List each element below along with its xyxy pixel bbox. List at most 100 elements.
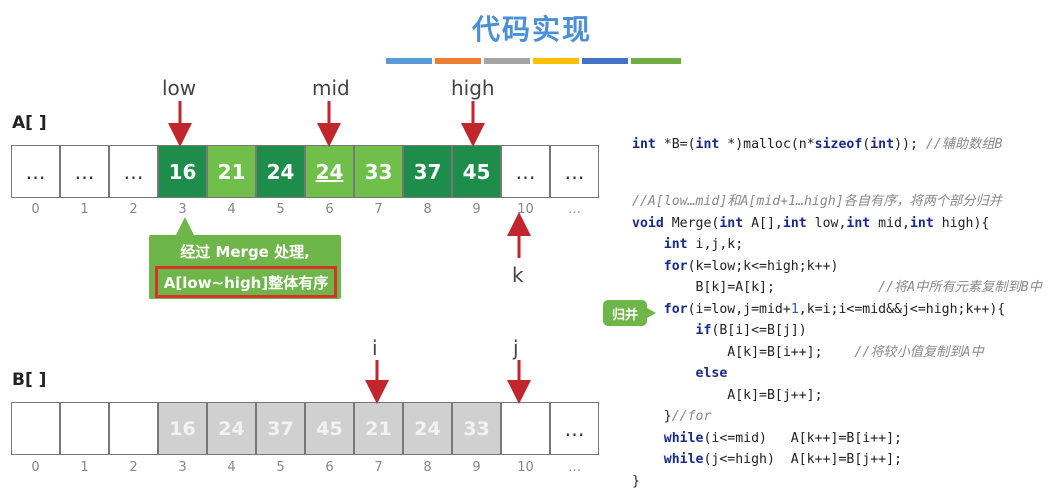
code-token: (j<=high) A[k++]=B[j++]; <box>703 452 902 467</box>
callout-line1: 经过 Merge 处理, <box>180 243 310 261</box>
array-b-cell: 24 <box>403 402 452 455</box>
array-b-cell: … <box>550 402 599 455</box>
colorbar-segment <box>386 58 432 64</box>
array-a-index: 1 <box>80 202 89 217</box>
array-a-index: 0 <box>31 202 40 217</box>
array-b-cell <box>109 402 158 455</box>
array-a-cell: … <box>501 145 550 198</box>
array-a-cell: 37 <box>403 145 452 198</box>
array-b-cell: 24 <box>207 402 256 455</box>
array-a-index: 2 <box>129 202 138 217</box>
code-token: int <box>870 137 895 152</box>
array-b-index: 6 <box>325 460 334 475</box>
array-b-cell: 33 <box>452 402 501 455</box>
code-line-malloc: int *B=(int *)malloc(n*sizeof(int)); //辅… <box>632 134 1002 156</box>
array-b-cell: 45 <box>305 402 354 455</box>
code-token: } <box>632 473 640 489</box>
merge-code-block: //A[low…mid]和A[mid+1…high]各自有序，将两个部分归并 v… <box>632 191 1042 492</box>
code-token: while <box>663 430 704 446</box>
code-token: high){ <box>933 215 990 231</box>
code-token: int <box>909 215 934 231</box>
array-b-cell: 21 <box>354 402 403 455</box>
code-token: mid, <box>870 215 910 231</box>
array-b-index: 5 <box>276 460 285 475</box>
code-token: *B=( <box>655 137 696 152</box>
code-token: int <box>663 237 688 252</box>
array-b-index: 3 <box>178 460 187 475</box>
array-b-index: 2 <box>129 460 138 475</box>
colorbar-segment <box>631 58 681 64</box>
code-token: Merge( <box>663 215 720 231</box>
colorbar-segment <box>435 58 481 64</box>
code-token: } <box>663 409 672 424</box>
code-token: else <box>695 366 728 381</box>
array-a-cell: … <box>550 145 599 198</box>
array-b-cell: 16 <box>158 402 207 455</box>
array-b-index: 0 <box>31 460 40 475</box>
colorbar-segment <box>582 58 628 64</box>
merge-callout: 经过 Merge 处理, A[low~high]整体有序 <box>149 235 341 299</box>
code-token: i,j,k; <box>687 237 744 252</box>
array-a-cell: 24 <box>305 145 354 198</box>
code-token: (k=low;k<=high;k++) <box>687 258 839 274</box>
array-a-cell: … <box>60 145 109 198</box>
code-token: int <box>632 137 656 152</box>
code-token: while <box>663 452 704 467</box>
array-a-cell: … <box>109 145 158 198</box>
code-token: B[k]=A[k]; <box>695 280 775 295</box>
code-token: int <box>782 215 807 231</box>
code-comment: //辅助数组B <box>925 137 1003 152</box>
array-a-cell: 24 <box>256 145 305 198</box>
array-a-cell: 16 <box>158 145 207 198</box>
code-token: int <box>846 215 871 231</box>
array-a-name: A[ ] <box>12 113 47 133</box>
callout-line2: A[low~high]整体有序 <box>155 266 337 298</box>
array-a: … … … 16 21 24 24 33 37 45 … … <box>11 145 599 198</box>
array-a-index: 3 <box>178 202 187 217</box>
array-b-index: 1 <box>80 460 89 475</box>
merge-badge: 归并 <box>603 300 656 326</box>
code-token: ,k=i;i<=mid&&j<=high;k++){ <box>798 301 1006 317</box>
array-b-cell <box>11 402 60 455</box>
array-a-index: 7 <box>374 202 383 217</box>
array-b-index: 7 <box>374 460 383 475</box>
colorbar-segment <box>533 58 579 64</box>
code-token: low, <box>806 215 847 231</box>
code-token: if <box>695 323 712 338</box>
array-a-index: 6 <box>325 202 334 217</box>
code-token: ( <box>862 137 871 152</box>
code-token: )); <box>894 137 926 152</box>
code-comment: //将A中所有元素复制到B中 <box>878 280 1042 295</box>
low-pointer-label: low <box>162 76 197 100</box>
array-a-index: 8 <box>423 202 432 217</box>
code-token: A[], <box>743 215 783 231</box>
code-token: for <box>663 301 688 317</box>
array-b-cell <box>60 402 109 455</box>
j-pointer-label: j <box>513 336 519 360</box>
array-a-index: 5 <box>276 202 285 217</box>
array-b-cell <box>501 402 550 455</box>
array-b-index: 8 <box>423 460 432 475</box>
code-token: for <box>663 258 688 274</box>
code-token: A[k]=B[i++]; <box>727 344 823 360</box>
code-comment: //for <box>671 409 712 424</box>
array-b-cell: 37 <box>256 402 305 455</box>
high-pointer-label: high <box>451 76 495 100</box>
array-b-index: 9 <box>472 460 481 475</box>
array-a-cell: 21 <box>207 145 256 198</box>
code-token: int <box>719 215 744 231</box>
colorbar-segment <box>484 58 530 64</box>
code-token: sizeof <box>814 137 863 152</box>
array-b-name: B[ ] <box>12 370 47 390</box>
array-a-index: 4 <box>227 202 236 217</box>
code-token: (i<=mid) A[k++]=B[i++]; <box>703 430 902 446</box>
callout-pointer <box>176 217 194 235</box>
array-a-index: … <box>568 202 581 217</box>
array-a-cell: … <box>11 145 60 198</box>
array-b: 16 24 37 45 21 24 33 … <box>11 402 599 455</box>
array-a-cell: 33 <box>354 145 403 198</box>
code-comment: //将较小值复制到A中 <box>854 344 984 360</box>
array-b-index: … <box>568 460 581 475</box>
array-b-index: 10 <box>517 460 534 475</box>
